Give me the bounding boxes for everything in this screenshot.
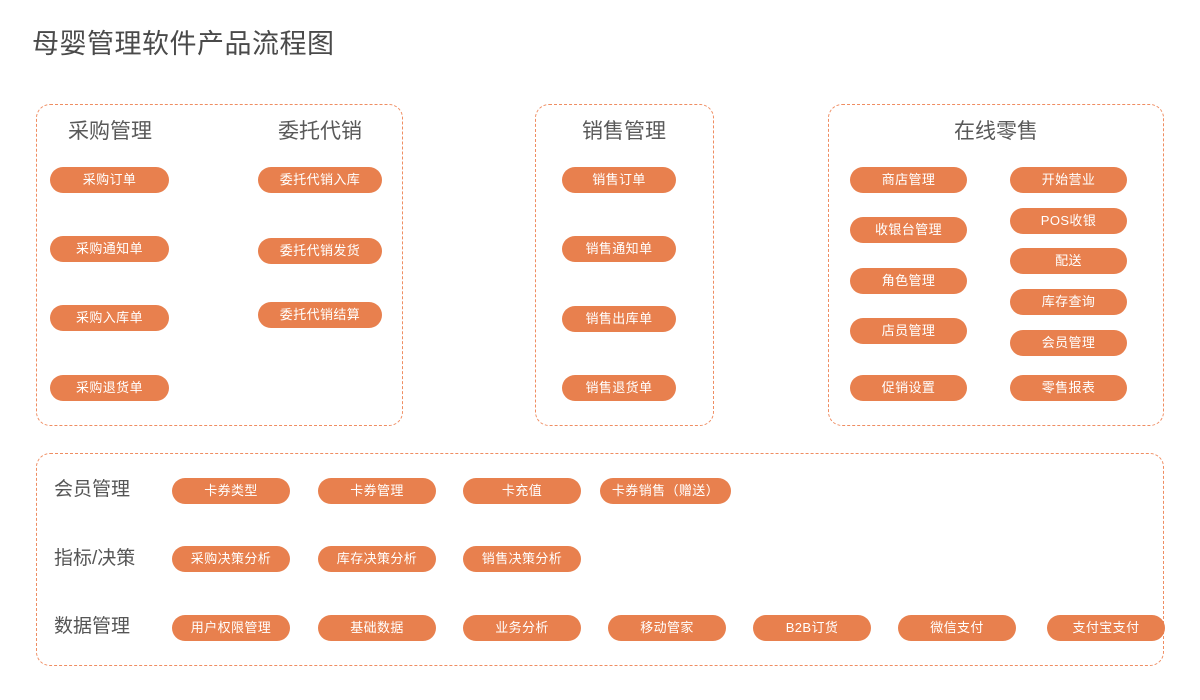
- panel-platform: [36, 453, 1164, 666]
- pill-purchase-order[interactable]: 采购订单: [50, 167, 169, 193]
- pill-sales-notice[interactable]: 销售通知单: [562, 236, 676, 262]
- pill-consignment-settlement[interactable]: 委托代销结算: [258, 302, 382, 328]
- pill-b2b-ordering[interactable]: B2B订货: [753, 615, 871, 641]
- pill-member-management-retail[interactable]: 会员管理: [1010, 330, 1127, 356]
- pill-purchase-decision-analysis[interactable]: 采购决策分析: [172, 546, 290, 572]
- row-label-metrics-decision: 指标/决策: [54, 548, 136, 569]
- pill-clerk-management[interactable]: 店员管理: [850, 318, 967, 344]
- pill-promotion-settings[interactable]: 促销设置: [850, 375, 967, 401]
- pill-pos-checkout[interactable]: POS收银: [1010, 208, 1127, 234]
- pill-purchase-notice[interactable]: 采购通知单: [50, 236, 169, 262]
- pill-sales-return[interactable]: 销售退货单: [562, 375, 676, 401]
- panel-retail: [828, 104, 1164, 426]
- pill-purchase-return[interactable]: 采购退货单: [50, 375, 169, 401]
- pill-sales-decision-analysis[interactable]: 销售决策分析: [463, 546, 581, 572]
- column-title-online-retail: 在线零售: [954, 120, 1038, 143]
- pill-mobile-steward[interactable]: 移动管家: [608, 615, 726, 641]
- pill-basic-data[interactable]: 基础数据: [318, 615, 436, 641]
- panel-procurement: [36, 104, 403, 426]
- pill-card-management[interactable]: 卡券管理: [318, 478, 436, 504]
- pill-alipay[interactable]: 支付宝支付: [1047, 615, 1165, 641]
- column-title-consignment: 委托代销: [278, 120, 362, 143]
- pill-inventory-decision-analysis[interactable]: 库存决策分析: [318, 546, 436, 572]
- column-title-sales: 销售管理: [582, 120, 666, 143]
- pill-store-management[interactable]: 商店管理: [850, 167, 967, 193]
- pill-delivery[interactable]: 配送: [1010, 248, 1127, 274]
- panel-sales: [535, 104, 714, 426]
- row-label-member-management: 会员管理: [54, 479, 131, 500]
- pill-card-recharge[interactable]: 卡充值: [463, 478, 581, 504]
- pill-business-analysis[interactable]: 业务分析: [463, 615, 581, 641]
- pill-wechat-pay[interactable]: 微信支付: [898, 615, 1016, 641]
- column-title-procurement: 采购管理: [68, 120, 152, 143]
- pill-cashier-desk-management[interactable]: 收银台管理: [850, 217, 967, 243]
- pill-consignment-shipment[interactable]: 委托代销发货: [258, 238, 382, 264]
- pill-consignment-inbound[interactable]: 委托代销入库: [258, 167, 382, 193]
- pill-purchase-inbound[interactable]: 采购入库单: [50, 305, 169, 331]
- pill-sales-outbound[interactable]: 销售出库单: [562, 306, 676, 332]
- pill-card-type[interactable]: 卡券类型: [172, 478, 290, 504]
- pill-sales-order[interactable]: 销售订单: [562, 167, 676, 193]
- pill-open-business[interactable]: 开始营业: [1010, 167, 1127, 193]
- pill-card-sales-gift[interactable]: 卡券销售（赠送）: [600, 478, 731, 504]
- pill-role-management[interactable]: 角色管理: [850, 268, 967, 294]
- row-label-data-management: 数据管理: [54, 616, 131, 637]
- pill-retail-report[interactable]: 零售报表: [1010, 375, 1127, 401]
- pill-user-permission-management[interactable]: 用户权限管理: [172, 615, 290, 641]
- pill-inventory-query[interactable]: 库存查询: [1010, 289, 1127, 315]
- page-title: 母婴管理软件产品流程图: [32, 29, 335, 59]
